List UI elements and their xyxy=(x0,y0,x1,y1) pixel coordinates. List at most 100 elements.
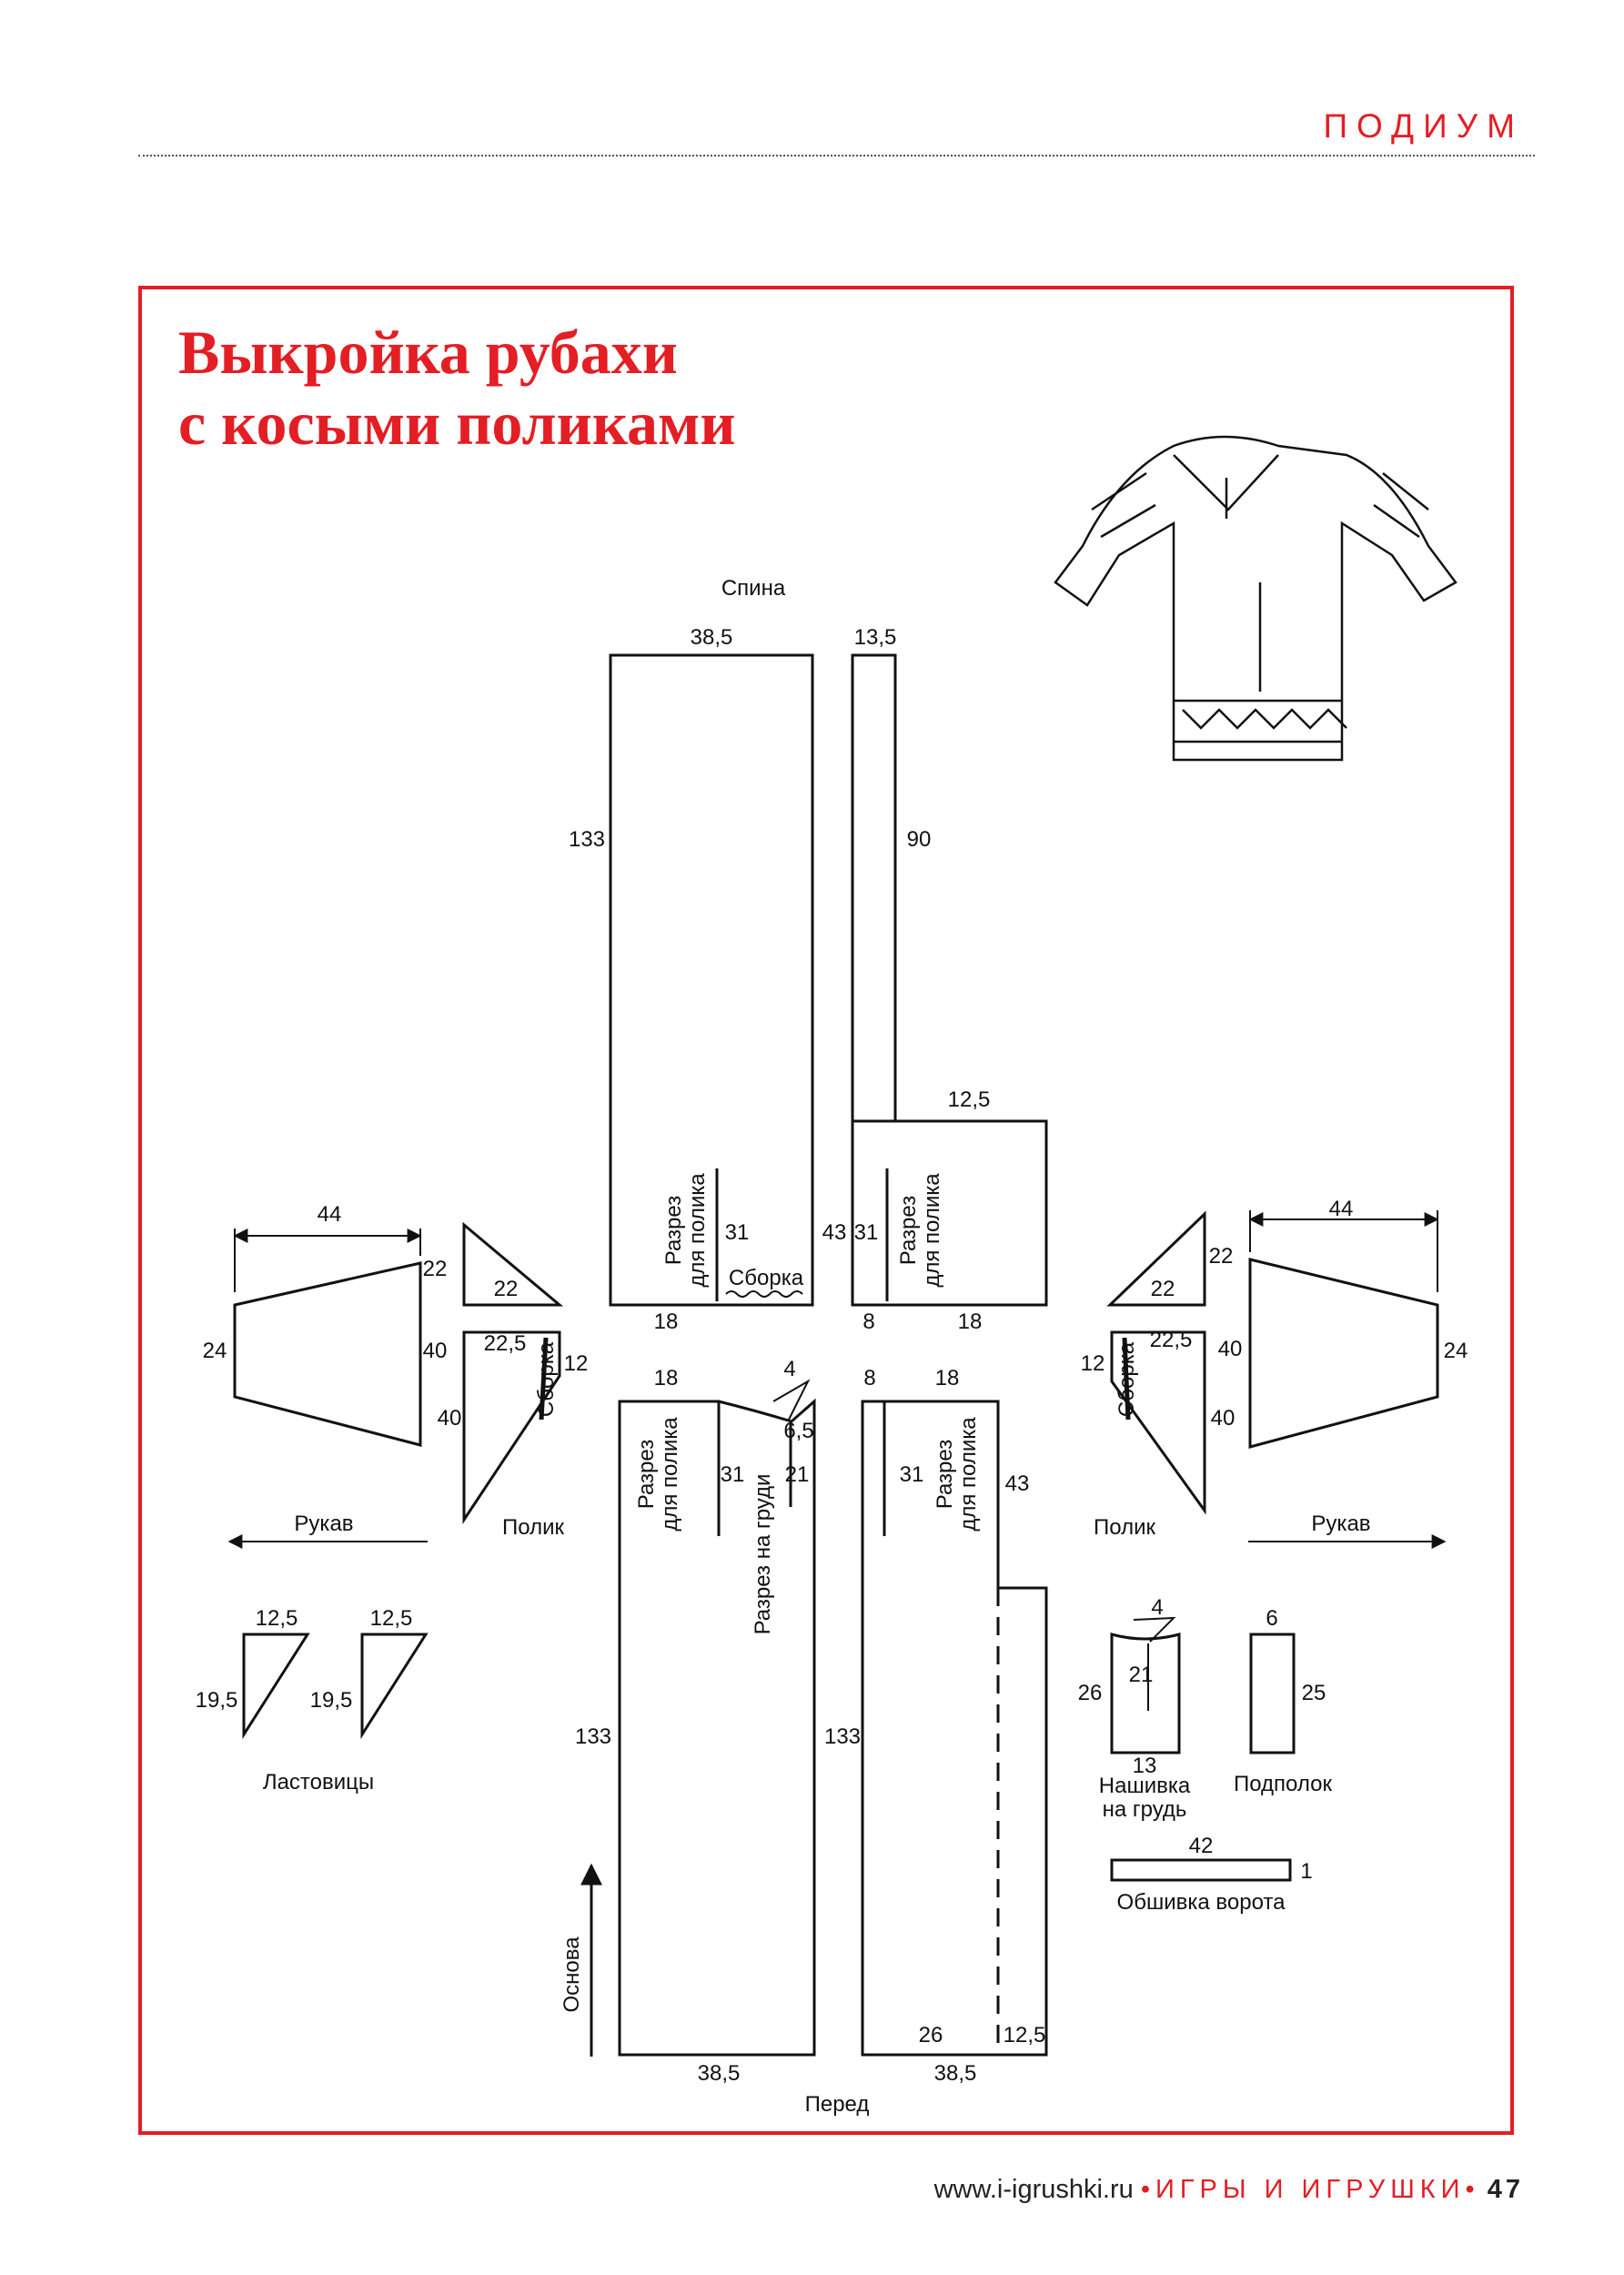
front-slit-left-label: Разрездля полика xyxy=(634,1417,682,1532)
n4-front: 4 xyxy=(783,1357,795,1381)
polik-right-22: 22 xyxy=(1151,1277,1175,1301)
header-divider xyxy=(138,155,1535,157)
sleeve-left-40a: 40 xyxy=(423,1339,448,1363)
back-width-label: 38,5 xyxy=(691,625,733,650)
warp-label: Основа xyxy=(560,1936,584,2013)
chest-slit-label: Разрез на груди xyxy=(751,1474,775,1635)
polik-right-12: 12 xyxy=(1081,1351,1105,1376)
sleeve-left-22: 22 xyxy=(423,1257,448,1281)
chest-patch-4: 4 xyxy=(1151,1595,1163,1620)
slit-31-back: 31 xyxy=(725,1220,750,1245)
n43-back: 43 xyxy=(822,1220,847,1245)
back-label: Спина xyxy=(721,576,786,601)
gather-label: Сборка xyxy=(729,1266,804,1290)
sleeve-right-40a: 40 xyxy=(1218,1337,1243,1361)
strip-width-label: 13,5 xyxy=(854,625,897,650)
collar-42: 42 xyxy=(1189,1834,1214,1858)
back-height-label: 133 xyxy=(569,827,605,852)
polik-right xyxy=(1110,1330,1206,1515)
footer-brand: •ИГРЫ И ИГРУШКИ• xyxy=(1140,2175,1480,2204)
section-title: ПОДИУМ xyxy=(1323,107,1524,145)
sleeve-left xyxy=(233,1261,422,1447)
chest-patch-13: 13 xyxy=(1133,1754,1157,1778)
n8-back: 8 xyxy=(862,1309,874,1334)
front-right-panel xyxy=(861,1400,1048,2057)
footer-url[interactable]: www.i-igrushki.ru xyxy=(933,2175,1134,2204)
extension-width-label: 12,5 xyxy=(948,1087,991,1112)
collar-facing xyxy=(1110,1858,1292,1882)
sleeve-right-width: 44 xyxy=(1329,1197,1354,1221)
gusset-1 xyxy=(242,1633,310,1740)
gusset-2 xyxy=(360,1633,429,1740)
front-width-right: 38,5 xyxy=(934,2061,977,2086)
sleeve-left-width: 44 xyxy=(318,1202,342,1227)
title-line-2: с косыми поликами xyxy=(178,389,736,458)
slit-31-front-left: 31 xyxy=(721,1462,745,1487)
sleeve-right-label: Рукав xyxy=(1311,1512,1370,1536)
extension-width-front: 12,5 xyxy=(1004,2023,1046,2048)
slit-31-front-right: 31 xyxy=(900,1462,924,1487)
front-height-left: 133 xyxy=(575,1724,611,1749)
polik-left-22: 22 xyxy=(494,1277,519,1301)
sleeve-left-label: Рукав xyxy=(294,1512,353,1536)
page-title: Выкройка рубахи с косыми поликами xyxy=(178,317,736,459)
polik-left-small xyxy=(462,1221,564,1307)
title-line-1: Выкройка рубахи xyxy=(178,318,678,387)
sleeve-right-22: 22 xyxy=(1209,1244,1234,1269)
back-panel xyxy=(609,653,814,1307)
gusset-1-top: 12,5 xyxy=(256,1606,298,1631)
underpolik-label: Подполок xyxy=(1234,1772,1333,1796)
n18-strip: 18 xyxy=(958,1309,983,1334)
polik-left-12: 12 xyxy=(564,1351,589,1376)
n43-front: 43 xyxy=(1005,1471,1030,1496)
sleeve-right-side: 24 xyxy=(1444,1339,1468,1363)
gusset-1-side: 19,5 xyxy=(196,1688,238,1713)
slit-31-strip: 31 xyxy=(854,1220,879,1245)
pattern-frame xyxy=(138,286,1514,2135)
gather-left-label: Сборка xyxy=(534,1341,559,1417)
gusset-2-side: 19,5 xyxy=(310,1688,353,1713)
back-strip-panel xyxy=(851,653,1048,1307)
polik-left-label: Полик xyxy=(502,1515,564,1540)
back-slit-label: Разрездля полика xyxy=(661,1173,710,1288)
collar-label: Обшивка ворота xyxy=(1117,1890,1286,1915)
gather-wave xyxy=(725,1290,803,1298)
n18-back: 18 xyxy=(654,1309,679,1334)
n21-front: 21 xyxy=(785,1462,810,1487)
page-number: 47 xyxy=(1487,2175,1524,2204)
n8-front: 8 xyxy=(863,1366,875,1390)
n26: 26 xyxy=(919,2023,943,2048)
shirt-illustration xyxy=(1054,435,1458,762)
gusset-label: Ластовицы xyxy=(263,1770,374,1795)
n18-front: 18 xyxy=(654,1366,679,1390)
front-height-right: 133 xyxy=(824,1724,861,1749)
n18-front-right: 18 xyxy=(935,1366,960,1390)
front-slit-right-label: Разрездля полика xyxy=(933,1417,981,1532)
polik-right-small xyxy=(1106,1210,1206,1307)
sleeve-left-side: 24 xyxy=(203,1339,227,1363)
polik-left xyxy=(462,1330,561,1524)
sleeve-left-40b: 40 xyxy=(438,1406,462,1431)
chest-patch xyxy=(1110,1633,1181,1754)
collar-1: 1 xyxy=(1300,1859,1312,1884)
front-width-left: 38,5 xyxy=(698,2061,741,2086)
strip-slit-label: Разрездля полика xyxy=(896,1173,944,1288)
chest-patch-21: 21 xyxy=(1129,1663,1154,1687)
polik-right-225: 22,5 xyxy=(1150,1328,1193,1352)
n65: 6,5 xyxy=(783,1419,813,1443)
gusset-2-top: 12,5 xyxy=(370,1606,413,1631)
front-label: Перед xyxy=(805,2092,870,2117)
footer: www.i-igrushki.ru •ИГРЫ И ИГРУШКИ• 47 xyxy=(934,2175,1524,2205)
underpolik-25: 25 xyxy=(1302,1681,1326,1705)
underpolik xyxy=(1249,1633,1296,1754)
polik-right-label: Полик xyxy=(1094,1515,1155,1540)
chest-patch-26: 26 xyxy=(1078,1681,1103,1705)
front-left-panel xyxy=(618,1398,816,2057)
sleeve-right-40b: 40 xyxy=(1211,1406,1236,1431)
strip-height-label: 90 xyxy=(907,827,932,852)
gather-right-label: Сборка xyxy=(1115,1341,1139,1417)
sleeve-right xyxy=(1248,1258,1439,1449)
polik-left-225: 22,5 xyxy=(484,1331,527,1356)
